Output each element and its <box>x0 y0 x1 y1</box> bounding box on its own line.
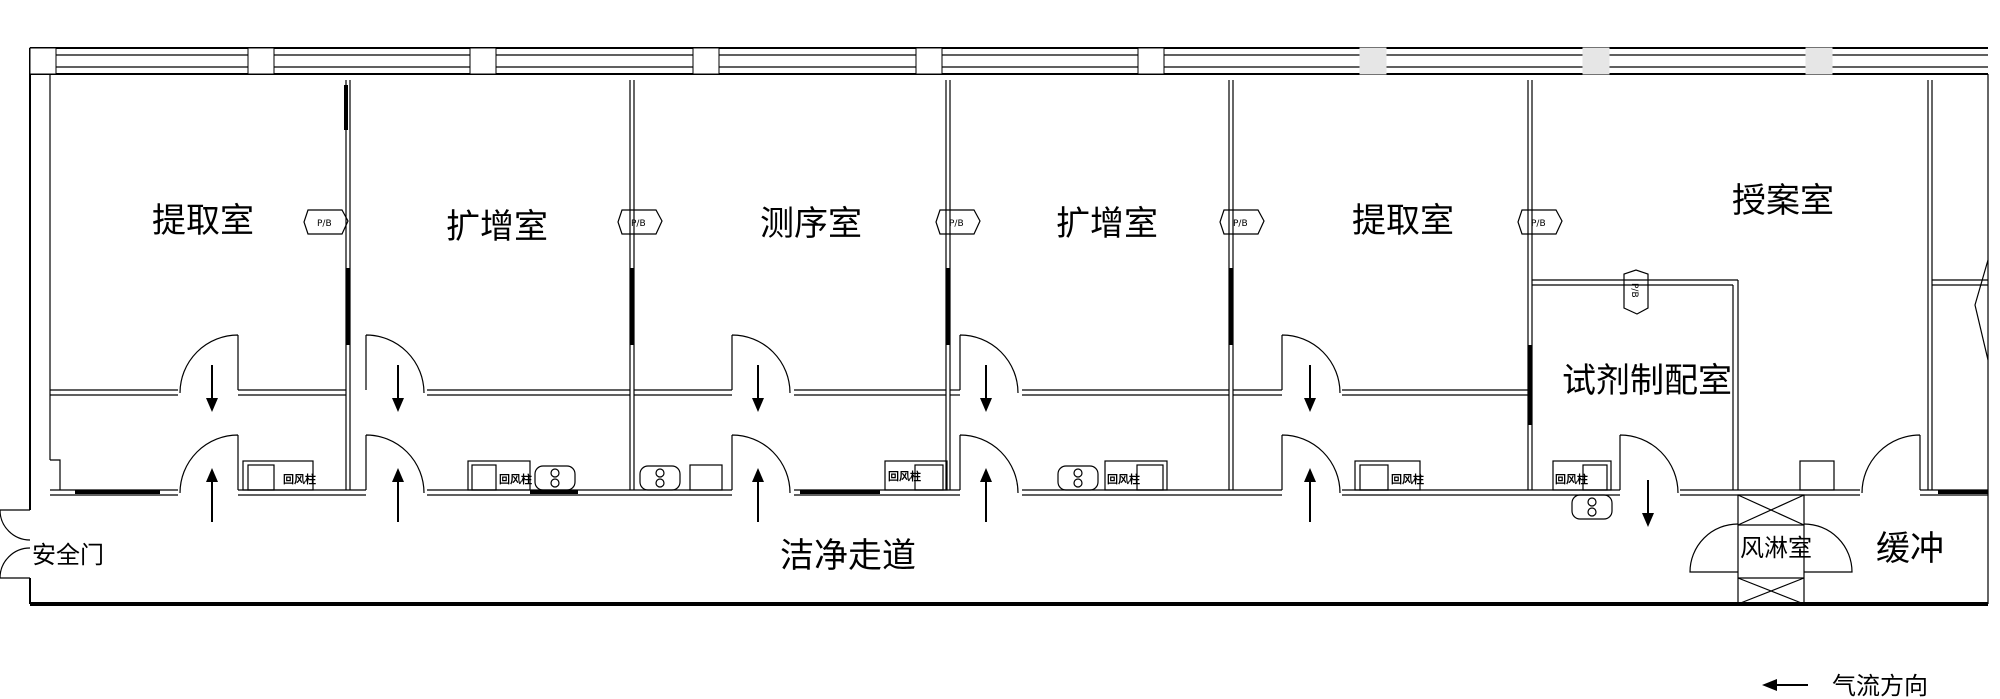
airflow-arrow-up <box>980 468 992 522</box>
legend: 气流方向 <box>1762 672 1928 699</box>
pass-boxes: P/B P/B P/B P/B P/B P/B <box>303 209 1649 315</box>
airflow-arrow-down <box>1642 480 1654 527</box>
svg-text:回风柱: 回风柱 <box>283 472 316 486</box>
pass-box: P/B <box>1623 269 1649 315</box>
buffer-walls <box>50 279 1988 490</box>
sink <box>1571 494 1613 520</box>
legend-airflow-label: 气流方向 <box>1832 672 1928 699</box>
window-band <box>29 47 1988 75</box>
airflow-arrow-up <box>752 468 764 522</box>
room-label-safety-door: 安全门 <box>32 541 104 569</box>
airflow-arrow-down <box>980 365 992 412</box>
legend-arrow-icon <box>1762 679 1808 691</box>
airflow-arrow-up <box>206 468 218 522</box>
room-label-air-shower: 风淋室 <box>1740 534 1812 562</box>
airflow-arrow-down <box>392 365 404 412</box>
svg-text:P/B: P/B <box>1233 219 1248 229</box>
svg-text:回风柱: 回风柱 <box>499 472 532 486</box>
corridor-wall <box>50 74 1989 604</box>
sink <box>639 465 681 491</box>
pass-box: P/B <box>1517 209 1563 235</box>
airflow-arrow-up <box>1304 468 1316 522</box>
room-label-sequencing: 测序室 <box>760 204 862 244</box>
svg-text:P/B: P/B <box>317 219 332 229</box>
room-label-sample-receiving: 授案室 <box>1732 181 1834 221</box>
room-label-extraction-2: 提取室 <box>1352 201 1454 241</box>
airflow-arrows <box>206 365 1654 527</box>
room-label-reagent-prep: 试剂制配室 <box>1562 361 1732 401</box>
svg-text:回风柱: 回风柱 <box>888 469 921 483</box>
airflow-arrow-down <box>1304 365 1316 412</box>
svg-text:P/B: P/B <box>949 219 964 229</box>
airflow-arrow-down <box>206 365 218 412</box>
sink <box>1057 465 1099 491</box>
cabinets: 回风柱 回风柱 回风柱 回风柱 回风柱 回风柱 <box>242 460 1835 491</box>
pass-box: P/B <box>935 209 981 235</box>
sinks <box>534 465 1613 520</box>
svg-text:P/B: P/B <box>631 219 646 229</box>
svg-text:P/B: P/B <box>1531 219 1546 229</box>
pass-box: P/B <box>1219 209 1265 235</box>
airflow-arrow-down <box>752 365 764 412</box>
airflow-arrow-up <box>392 468 404 522</box>
svg-text:回风柱: 回风柱 <box>1107 472 1140 486</box>
svg-text:回风柱: 回风柱 <box>1391 472 1424 486</box>
pass-box: P/B <box>617 209 663 235</box>
doors <box>0 334 1921 579</box>
room-label-buffer: 缓冲 <box>1876 529 1944 569</box>
air-shower <box>1737 494 1805 605</box>
room-label-extraction-1: 提取室 <box>152 201 254 241</box>
room-labels: 提取室 扩增室 测序室 扩增室 提取室 授案室 试剂制配室 洁净走道 安全门 风… <box>32 181 1944 576</box>
room-label-amplification-1: 扩增室 <box>446 207 548 247</box>
room-label-amplification-2: 扩增室 <box>1056 204 1158 244</box>
svg-text:回风柱: 回风柱 <box>1555 472 1588 486</box>
pass-box: P/B <box>303 209 349 235</box>
svg-text:P/B: P/B <box>1629 283 1639 298</box>
room-label-clean-corridor: 洁净走道 <box>780 536 916 576</box>
sink <box>534 465 576 491</box>
outer-walls <box>29 47 1988 606</box>
